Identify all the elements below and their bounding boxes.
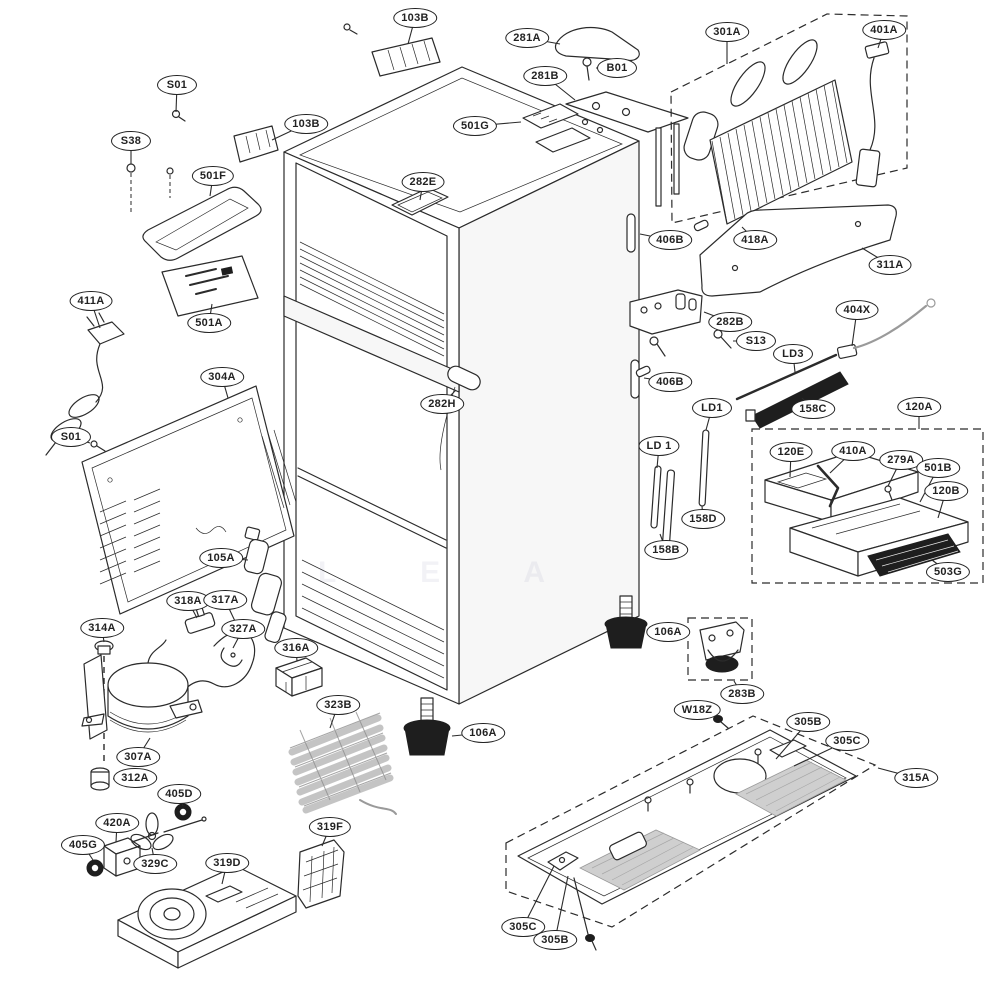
- part-305C-drain: [547, 851, 579, 871]
- part-label-503g-36[interactable]: 503G: [925, 561, 971, 583]
- part-329C-fan-blade: [130, 812, 174, 851]
- part-label-301a-4[interactable]: 301A: [705, 21, 749, 43]
- part-label-307a-50[interactable]: 307A: [116, 746, 160, 768]
- part-label-329c-55[interactable]: 329C: [133, 853, 177, 875]
- part-label-401a-5[interactable]: 401A: [862, 19, 906, 41]
- part-501G-cover: [522, 103, 579, 129]
- part-label-282h-25[interactable]: 282H: [420, 393, 464, 415]
- top-hinge-and-covers: [126, 23, 689, 261]
- part-103B-grille-top: [371, 37, 441, 77]
- part-label-315a-58[interactable]: 315A: [894, 767, 938, 789]
- part-label-105a-37[interactable]: 105A: [199, 547, 243, 569]
- part-label-406b-21[interactable]: 406B: [648, 371, 692, 393]
- part-label-318a-38[interactable]: 318A: [166, 590, 210, 612]
- part-281A-cover: [554, 26, 640, 61]
- part-label-282e-11[interactable]: 282E: [401, 171, 445, 193]
- part-301A-evaporator: [709, 79, 853, 225]
- part-label-s01-6[interactable]: S01: [157, 74, 197, 96]
- part-label-316a-42[interactable]: 316A: [274, 637, 318, 659]
- part-401A-harness: [855, 41, 890, 188]
- part-501F-cover: [142, 186, 262, 261]
- part-label-411a-15[interactable]: 411A: [69, 290, 113, 312]
- tray-group-120A: [751, 428, 984, 584]
- led-lamp-group: [735, 353, 849, 429]
- part-label-501a-16[interactable]: 501A: [187, 312, 231, 334]
- part-label-501g-8[interactable]: 501G: [452, 115, 498, 137]
- part-319D-drain-pan: [117, 865, 297, 969]
- part-label-323b-48[interactable]: 323B: [316, 694, 360, 716]
- part-501A-label-card: [161, 255, 259, 317]
- part-label-b01-2[interactable]: B01: [597, 57, 637, 79]
- part-label-281a-1[interactable]: 281A: [505, 27, 549, 49]
- part-label-s38-9[interactable]: S38: [111, 130, 151, 152]
- part-label-305b-60[interactable]: 305B: [533, 929, 577, 951]
- part-411A-power-cord: [45, 312, 125, 456]
- part-label-305b-46[interactable]: 305B: [786, 711, 830, 733]
- part-label-405d-52[interactable]: 405D: [157, 783, 201, 805]
- part-label-282b-17[interactable]: 282B: [708, 311, 752, 333]
- part-103B-grille-left: [233, 125, 279, 163]
- middle-hinge-group: [629, 289, 732, 357]
- part-105A-filter: [243, 526, 287, 644]
- evaporator-group: [635, 13, 908, 378]
- part-283B-pump: [687, 617, 753, 681]
- part-319F-grille: [297, 839, 345, 909]
- part-W18Z-screw: [713, 715, 729, 729]
- part-label-158b-35[interactable]: 158B: [644, 539, 688, 561]
- part-label-106a-43[interactable]: 106A: [646, 621, 690, 643]
- part-label-103b-7[interactable]: 103B: [284, 113, 328, 135]
- part-label-420a-53[interactable]: 420A: [95, 812, 139, 834]
- part-label-311a-14[interactable]: 311A: [868, 254, 912, 276]
- part-label-501b-32[interactable]: 501B: [916, 457, 960, 479]
- part-503G-grille: [867, 533, 961, 577]
- part-404X-wire: [836, 298, 936, 359]
- part-label-s01-26[interactable]: S01: [51, 426, 91, 448]
- part-label-319f-57[interactable]: 319F: [308, 816, 352, 838]
- part-label-327a-41[interactable]: 327A: [221, 618, 265, 640]
- part-307A-compressor: [81, 639, 203, 740]
- part-label-158d-34[interactable]: 158D: [681, 508, 725, 530]
- fan-motor-group: [86, 803, 207, 877]
- part-label-ld1-28[interactable]: LD 1: [638, 435, 680, 457]
- part-label-319d-56[interactable]: 319D: [205, 852, 249, 874]
- part-label-ld1-23[interactable]: LD1: [692, 397, 732, 419]
- part-label-ld3-20[interactable]: LD3: [773, 343, 813, 365]
- part-label-410a-30[interactable]: 410A: [831, 440, 875, 462]
- part-label-103b-0[interactable]: 103B: [393, 7, 437, 29]
- part-label-w18z-45[interactable]: W18Z: [673, 699, 721, 721]
- part-406B-sleeve-mid: [630, 359, 640, 399]
- part-label-501f-10[interactable]: 501F: [191, 165, 235, 187]
- part-406B-sleeve-top: [626, 213, 636, 253]
- part-label-279a-31[interactable]: 279A: [879, 449, 923, 471]
- part-label-312a-51[interactable]: 312A: [113, 767, 157, 789]
- part-label-283b-44[interactable]: 283B: [720, 683, 764, 705]
- part-label-404x-19[interactable]: 404X: [835, 299, 879, 321]
- part-282H-stopper: [447, 365, 481, 391]
- part-label-158c-22[interactable]: 158C: [791, 398, 835, 420]
- part-label-405g-54[interactable]: 405G: [60, 834, 106, 856]
- base-panel-group: [505, 715, 877, 951]
- lamp-strips: [650, 429, 710, 547]
- leveling-feet: [403, 595, 648, 756]
- part-label-s13-18[interactable]: S13: [736, 330, 776, 352]
- part-label-418a-13[interactable]: 418A: [733, 229, 777, 251]
- part-311A-cover: [699, 204, 897, 297]
- part-label-406b-12[interactable]: 406B: [648, 229, 692, 251]
- part-label-305c-59[interactable]: 305C: [501, 916, 545, 938]
- part-label-120e-29[interactable]: 120E: [769, 441, 813, 463]
- part-323B-condenser-coil: [288, 711, 397, 815]
- part-410A-bracket: [816, 464, 840, 508]
- part-label-106a-49[interactable]: 106A: [461, 722, 505, 744]
- part-label-317a-39[interactable]: 317A: [203, 589, 247, 611]
- refrigerator-cabinet: [283, 66, 640, 705]
- part-label-281b-3[interactable]: 281B: [523, 65, 567, 87]
- part-label-120b-33[interactable]: 120B: [924, 480, 968, 502]
- part-label-304a-27[interactable]: 304A: [200, 366, 244, 388]
- part-label-120a-24[interactable]: 120A: [897, 396, 941, 418]
- part-label-305c-47[interactable]: 305C: [825, 730, 869, 752]
- part-label-314a-40[interactable]: 314A: [80, 617, 124, 639]
